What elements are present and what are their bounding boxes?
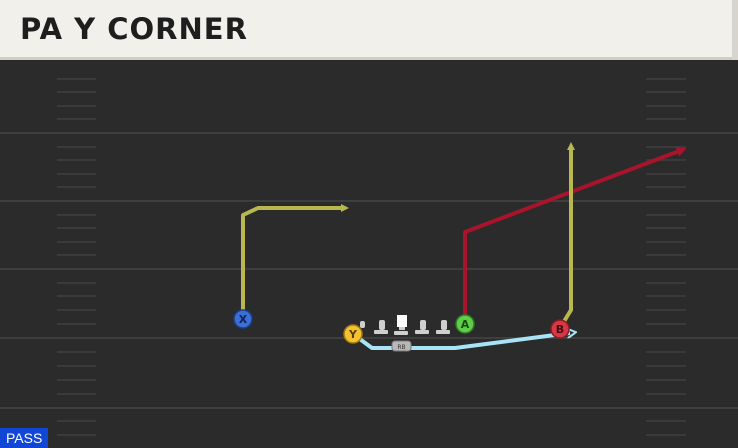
player-a-icon: A	[455, 314, 475, 334]
hash-marks-left	[57, 78, 96, 436]
hash-marks-right	[646, 78, 686, 436]
lineman	[415, 320, 429, 334]
play-type-badge: PASS	[0, 428, 49, 448]
y-route	[351, 333, 570, 350]
rb-marker: RB	[391, 340, 412, 352]
player-y-label: Y	[348, 328, 358, 341]
player-x-icon: X	[233, 309, 253, 329]
play-field: RB X Y A B	[0, 60, 738, 448]
player-b-label: B	[556, 323, 564, 336]
lineman	[436, 320, 450, 334]
play-title-bar: PA Y CORNER	[0, 0, 738, 60]
yard-lines	[0, 132, 738, 409]
play-diagram: RB X Y A B	[0, 60, 738, 448]
a-route	[463, 147, 687, 322]
center-lineman	[394, 315, 408, 335]
player-x-label: X	[239, 313, 248, 326]
offensive-line	[360, 315, 450, 335]
play-title: PA Y CORNER	[20, 12, 248, 46]
lineman	[360, 321, 365, 328]
player-y-icon: Y	[343, 324, 363, 344]
x-route	[241, 204, 349, 318]
player-a-label: A	[461, 318, 470, 331]
field-turf	[0, 60, 738, 448]
lineman	[374, 320, 388, 334]
title-bar-edge	[732, 0, 738, 60]
player-b-icon: B	[550, 319, 570, 339]
rb-label: RB	[397, 344, 405, 351]
